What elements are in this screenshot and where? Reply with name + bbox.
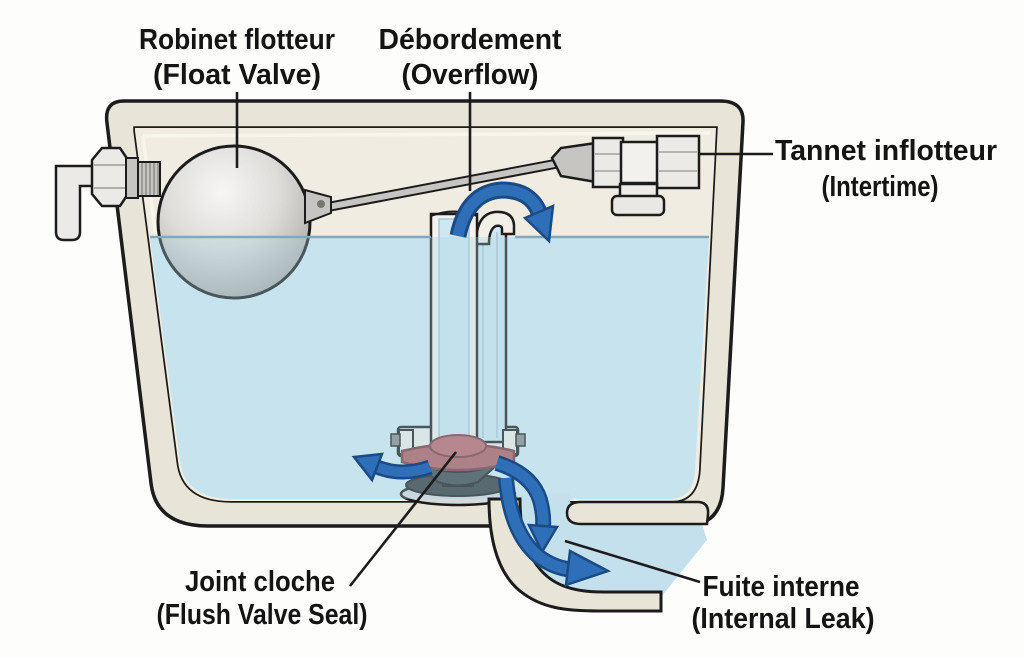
fill-valve: [550, 134, 701, 217]
float-assembly: [156, 144, 561, 300]
handle-nut-facets: [93, 164, 127, 189]
flange-bolt-left: [390, 433, 401, 447]
label-inlet-valve-fr: Tannet inflotteur: [775, 135, 997, 167]
drain-flow-arrow: [498, 477, 612, 587]
arm-hinge: [317, 200, 325, 208]
water-tint-overlay: [150, 237, 709, 499]
label-internal-leak-en: (Internal Leak): [692, 603, 875, 635]
outer-tube-shading: [482, 232, 498, 438]
seal-leak-arrow-left: [351, 452, 433, 483]
valve-body: [619, 140, 661, 185]
leader-flush-seal: [348, 451, 458, 587]
valve-outlet-collar: [610, 194, 666, 217]
valve-nut-left: [591, 136, 625, 189]
valve-nut-left-facets: [594, 153, 622, 172]
labels: Robinet flotteur (Float Valve) Débordeme…: [139, 24, 997, 635]
water-body: [150, 237, 709, 499]
label-overflow-en: (Overflow): [402, 59, 539, 91]
seal-dome: [429, 434, 487, 458]
overflow-arrow: [449, 181, 555, 244]
thread-lines: [141, 163, 159, 195]
overflow-hook: [474, 210, 516, 246]
handle-nut: [90, 146, 130, 208]
label-float-valve-fr: Robinet flotteur: [139, 24, 335, 56]
label-flush-seal-fr: Joint cloche: [185, 566, 335, 598]
label-overflow-fr: Débordement: [379, 24, 562, 56]
seal-leak-arrow-down: [494, 455, 560, 555]
label-internal-leak-fr: Fuite interne: [703, 571, 860, 603]
label-inlet-valve-en: (Intertime): [822, 171, 939, 203]
handle-collar: [125, 157, 139, 199]
water: [150, 237, 709, 499]
flow-arrows: [351, 181, 612, 587]
label-flush-seal-en: (Flush Valve Seal): [157, 599, 368, 631]
flush-handle: [54, 146, 161, 242]
flange-bolt-right: [515, 433, 526, 447]
float-arm: [311, 160, 561, 213]
tank-floor-bar: [565, 500, 710, 526]
label-float-valve-en: (Float Valve): [153, 59, 321, 91]
valve-nut-right-facets: [658, 151, 698, 172]
valve-nut-right: [655, 134, 701, 190]
handle-lever: [54, 164, 100, 242]
drain-channel: [487, 494, 710, 613]
leader-lines: [235, 92, 773, 587]
flush-valve-seal: [390, 429, 526, 507]
leader-internal-leak: [564, 539, 701, 584]
